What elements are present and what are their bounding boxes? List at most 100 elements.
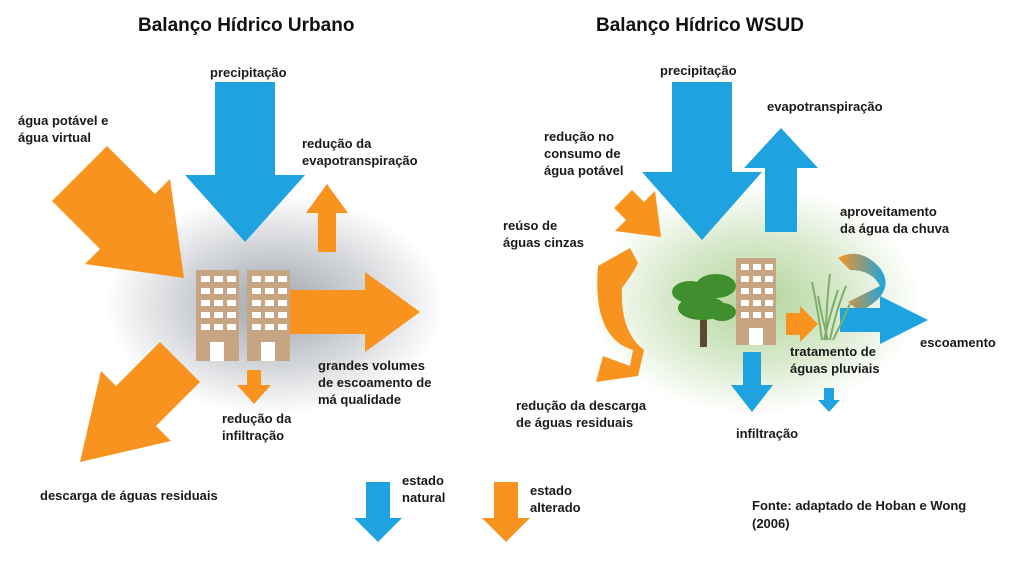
window [227, 324, 236, 330]
urban-wastewater-discharge-label: descarga de águas residuais [40, 488, 218, 503]
window [227, 312, 236, 318]
legend-altered-arrow [482, 482, 530, 542]
reed-blade [832, 303, 851, 341]
window [753, 312, 761, 318]
window [765, 264, 773, 270]
window [252, 288, 261, 294]
building-windows [252, 276, 287, 361]
window [765, 288, 773, 294]
window [278, 288, 287, 294]
door [749, 328, 763, 345]
wsud-reduced-consumption-arrow [614, 190, 661, 237]
tree-canopy-4 [708, 303, 736, 321]
urban-precipitation-label: precipitação [210, 65, 287, 80]
window [753, 288, 761, 294]
window [753, 300, 761, 306]
wsud-reduced-consumption-label: redução no consumo de água potável [544, 129, 624, 178]
wsud-building [736, 258, 776, 345]
door [210, 342, 224, 361]
legend-natural-arrow [354, 482, 402, 542]
wsud-title: Balanço Hídrico WSUD [596, 15, 804, 36]
wsud-reduced-wastewater-label: redução da descarga de águas residuais [516, 398, 647, 430]
window [265, 324, 274, 330]
window [265, 276, 274, 282]
window [214, 312, 223, 318]
urban-potable-water-label: água potável e água virtual [18, 113, 109, 145]
urban-reduced-infiltration-label: redução da infiltração [222, 411, 292, 443]
window [765, 276, 773, 282]
wsud-precipitation-label: precipitação [660, 63, 737, 78]
reed-blade [811, 281, 823, 341]
wsud-greywater-reuse-label: reúso de águas cinzas [503, 218, 584, 250]
window [741, 312, 749, 318]
window [214, 324, 223, 330]
tree [672, 274, 736, 347]
legend-natural-label: estado natural [402, 473, 446, 505]
window [278, 312, 287, 318]
urban-building-right [247, 270, 290, 361]
window [252, 276, 261, 282]
window [201, 312, 210, 318]
window [252, 324, 261, 330]
window [201, 288, 210, 294]
wsud-stormwater-treatment-arrow [786, 306, 818, 342]
window [753, 276, 761, 282]
window [201, 300, 210, 306]
wsud-rainwater-harvesting-arrow [838, 253, 886, 320]
building-windows [741, 264, 773, 345]
window [214, 276, 223, 282]
reeds [811, 273, 851, 341]
tree-trunk [700, 300, 707, 347]
window [214, 300, 223, 306]
wsud-rainwater-harvesting-label: aproveitamento da água da chuva [840, 204, 950, 236]
window [227, 276, 236, 282]
wsud-evapotranspiration-arrow [744, 128, 818, 232]
window [765, 300, 773, 306]
window [252, 312, 261, 318]
window [265, 300, 274, 306]
wsud-runoff-label: escoamento [920, 335, 996, 350]
window [753, 264, 761, 270]
window [741, 288, 749, 294]
urban-infiltration-arrow [237, 370, 271, 404]
window [765, 312, 773, 318]
window [265, 288, 274, 294]
reed-blade [823, 289, 839, 341]
wsud-runoff-arrow [840, 296, 928, 344]
wsud-evapotranspiration-label: evapotranspiração [767, 99, 883, 114]
urban-runoff-arrow [290, 272, 420, 352]
tree-canopy-2 [696, 274, 736, 298]
window [201, 276, 210, 282]
window [741, 300, 749, 306]
urban-potable-water-arrow [52, 146, 184, 278]
reed-blade [817, 295, 829, 341]
window [227, 300, 236, 306]
building-windows [201, 276, 236, 361]
window [741, 264, 749, 270]
window [214, 288, 223, 294]
window [278, 324, 287, 330]
urban-title: Balanço Hídrico Urbano [138, 15, 355, 36]
wsud-greywater-reuse-arrow [596, 248, 644, 382]
urban-wastewater-arrow [80, 342, 200, 462]
urban-reduced-evapotranspiration-label: redução da evapotranspiração [302, 136, 418, 168]
urban-runoff-label: grandes volumes de escoamento de má qual… [318, 358, 432, 407]
window [265, 312, 274, 318]
window [227, 288, 236, 294]
window [201, 324, 210, 330]
source-note: Fonte: adaptado de Hoban e Wong (2006) [752, 498, 967, 531]
wsud-stormwater-small-arrow [818, 388, 840, 412]
wsud-infiltration-arrow [731, 352, 773, 412]
wsud-stormwater-treatment-label: tratamento de águas pluviais [790, 344, 880, 376]
door [261, 342, 275, 361]
window [278, 300, 287, 306]
urban-precipitation-arrow [185, 82, 305, 242]
window [252, 300, 261, 306]
urban-building-left [196, 270, 239, 361]
wsud-precipitation-arrow [642, 82, 762, 240]
reed-blade [829, 285, 847, 341]
urban-evapotranspiration-arrow [306, 184, 348, 252]
window [278, 276, 287, 282]
